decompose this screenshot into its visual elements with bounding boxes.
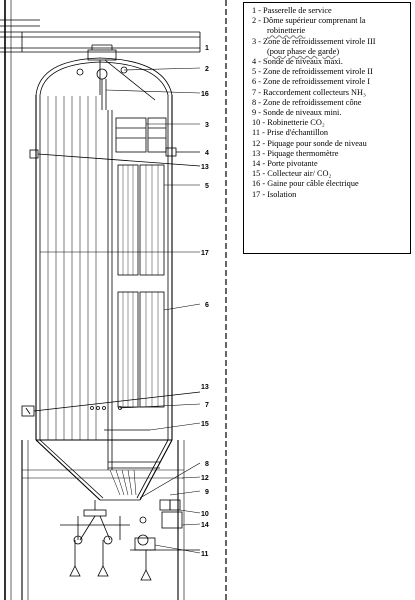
legend-item: 4 - Sonde de niveaux maxi.: [252, 57, 343, 67]
callout-13b: 13: [201, 384, 209, 391]
legend-item-continuation: (pour phase de garde): [252, 47, 407, 57]
legend-item: 14 - Porte pivotante: [252, 159, 318, 169]
max-level-probe: [165, 147, 200, 157]
callout-11: 11: [201, 551, 209, 558]
left-support-column: [4, 0, 227, 600]
legend-item: 17 - Isolation: [252, 189, 297, 199]
callout-15: 15: [201, 421, 209, 428]
thermometer-port-lower: [21, 391, 201, 417]
upper-dome: [35, 44, 173, 110]
callout-numbers: 1 2 16 3 4 13 5 17 6 13 7 15 8 12 9 10 1…: [201, 45, 209, 558]
callout-13a: 13: [201, 164, 209, 171]
legend-item: 5 - Zone de refroidissement virole II: [252, 67, 373, 77]
fermentation-tank-diagram: 1 2 16 3 4 13 5 17 6 13 7 15 8 12 9 10 1…: [0, 0, 227, 600]
callout-2: 2: [205, 66, 209, 73]
callout-5: 5: [205, 183, 209, 190]
bottom-valves: [60, 499, 200, 581]
leader-lines: [40, 67, 201, 554]
callout-10: 10: [201, 511, 209, 518]
callout-6: 6: [205, 302, 209, 309]
legend-item: 11 - Prise d'échantillon: [252, 128, 329, 138]
legend-item: 3 - Zone de refroidissement virole III: [252, 36, 376, 46]
callout-17: 17: [201, 250, 209, 257]
legend-item-continuation-text: robinetterie: [267, 26, 306, 36]
callout-9: 9: [205, 489, 209, 496]
callout-7: 7: [205, 402, 209, 409]
cooling-zone-ii: [117, 164, 165, 276]
callout-1: 1: [205, 45, 209, 52]
legend-item: 12 - Piquage pour sonde de niveau: [252, 138, 367, 148]
legend-item: 6 - Zone de refroidissement virole I: [252, 77, 370, 87]
support-legs: [21, 440, 185, 600]
callout-12: 12: [201, 475, 209, 482]
legend-item-continuation: robinetterie: [252, 26, 407, 36]
legend-item: 16 - Gaine pour câble électrique: [252, 179, 359, 189]
internal-piping: [90, 110, 122, 470]
thermometer-port-upper: [29, 149, 201, 167]
legend-item: 10 - Robinetterie CO₂: [252, 118, 325, 128]
legend-item: 1 - Passerelle de service: [252, 6, 332, 15]
legend-item-continuation-text: (pour phase de garde): [267, 46, 340, 56]
callout-8: 8: [205, 461, 209, 468]
callout-14: 14: [201, 522, 209, 529]
legend-item: 8 - Zone de refroidissement cône: [252, 97, 362, 107]
service-walkway: [0, 19, 201, 53]
legend-item: 7 - Raccordement collecteurs NH₃: [252, 87, 366, 97]
tank-shell: [35, 95, 173, 441]
legend-item: 9 - Sonde de niveaux mini.: [252, 108, 342, 118]
callout-4: 4: [205, 150, 209, 157]
callout-16: 16: [201, 91, 209, 98]
legend-item: 2 - Dôme supérieur comprenant la: [252, 16, 366, 26]
callout-3: 3: [205, 122, 209, 129]
cooling-zone-i: [117, 291, 165, 408]
legend-item: 15 - Collecteur air/ CO₂: [252, 169, 332, 179]
cooling-zone-iii: [115, 117, 167, 153]
legend-item: 13 - Piquage thermomètre: [252, 148, 339, 158]
